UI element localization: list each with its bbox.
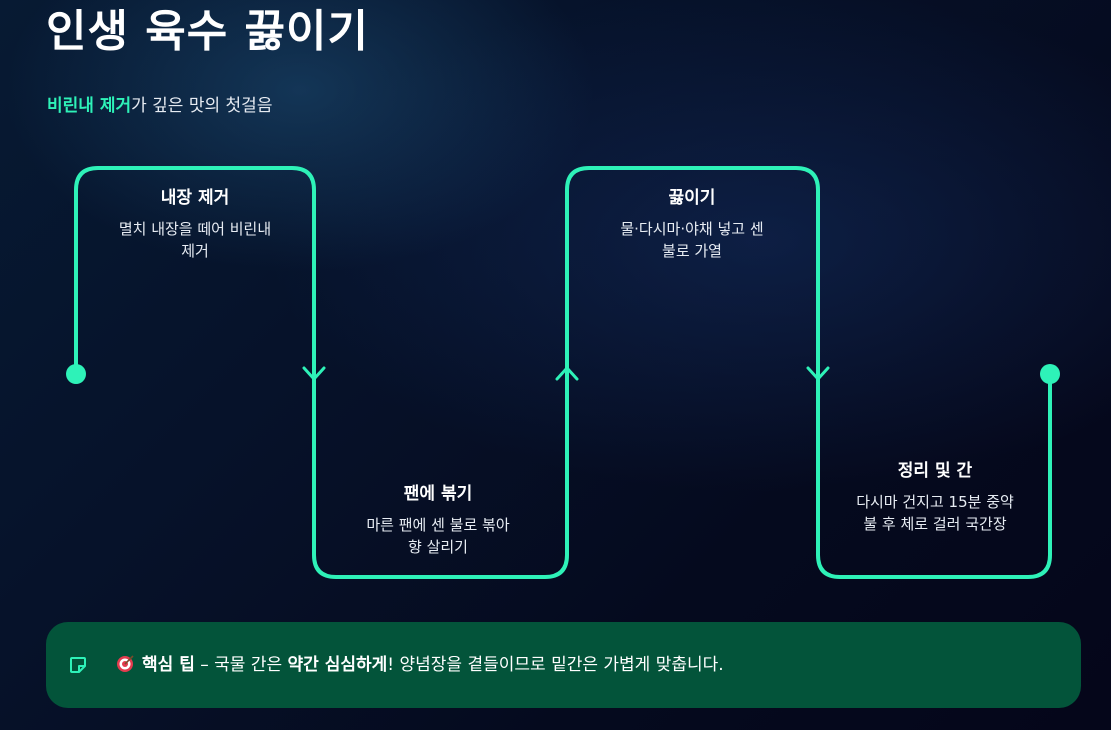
step-remove-guts: 내장 제거 멸치 내장을 떼어 비린내 제거 — [85, 186, 305, 262]
tip-rest: ! 양념장을 곁들이므로 밑간은 가볍게 맞춥니다. — [387, 655, 724, 675]
page-title: 인생 육수 끓이기 — [46, 6, 369, 57]
target-icon — [117, 655, 134, 672]
step-title: 끓이기 — [668, 188, 716, 208]
step-title: 팬에 볶기 — [403, 484, 473, 504]
step-finish-season: 정리 및 간 다시마 건지고 15분 중약불 후 체로 걸러 국간장 — [825, 459, 1045, 535]
step-boil: 끓이기 물·다시마·야채 넣고 센 불로 가열 — [582, 186, 802, 262]
step-description: 멸치 내장을 떼어 비린내 제거 — [118, 220, 272, 260]
flow-end-dot — [1040, 364, 1060, 384]
step-title: 내장 제거 — [160, 188, 230, 208]
arrow-down-icon — [302, 366, 326, 381]
step-description: 다시마 건지고 15분 중약불 후 체로 걸러 국간장 — [856, 493, 1014, 533]
flow-line — [74, 166, 1052, 579]
tip-banner: 핵심 팁 – 국물 간은 약간 심심하게! 양념장을 곁들이므로 밑간은 가볍게… — [46, 622, 1081, 708]
tip-dash: – 국물 간은 — [194, 655, 288, 675]
tip-text: 핵심 팁 – 국물 간은 약간 심심하게! 양념장을 곁들이므로 밑간은 가볍게… — [116, 653, 724, 677]
step-title: 정리 및 간 — [897, 461, 973, 481]
arrow-up-icon — [555, 366, 579, 381]
note-icon — [70, 657, 86, 673]
arrow-down-icon — [806, 366, 830, 381]
flow-start-dot — [66, 364, 86, 384]
process-flow-path — [66, 166, 1060, 579]
step-description: 물·다시마·야채 넣고 센 불로 가열 — [620, 220, 764, 260]
tip-label: 핵심 팁 — [142, 655, 195, 675]
step-description: 마른 팬에 센 불로 볶아 향 살리기 — [366, 516, 510, 556]
subtitle-highlight: 비린내 제거 — [47, 96, 132, 116]
step-pan-roast: 팬에 볶기 마른 팬에 센 불로 볶아 향 살리기 — [328, 482, 548, 558]
page-subtitle: 비린내 제거가 깊은 맛의 첫걸음 — [47, 94, 272, 118]
tip-emphasis: 약간 심심하게 — [287, 655, 388, 675]
subtitle-rest: 가 깊은 맛의 첫걸음 — [131, 96, 273, 116]
